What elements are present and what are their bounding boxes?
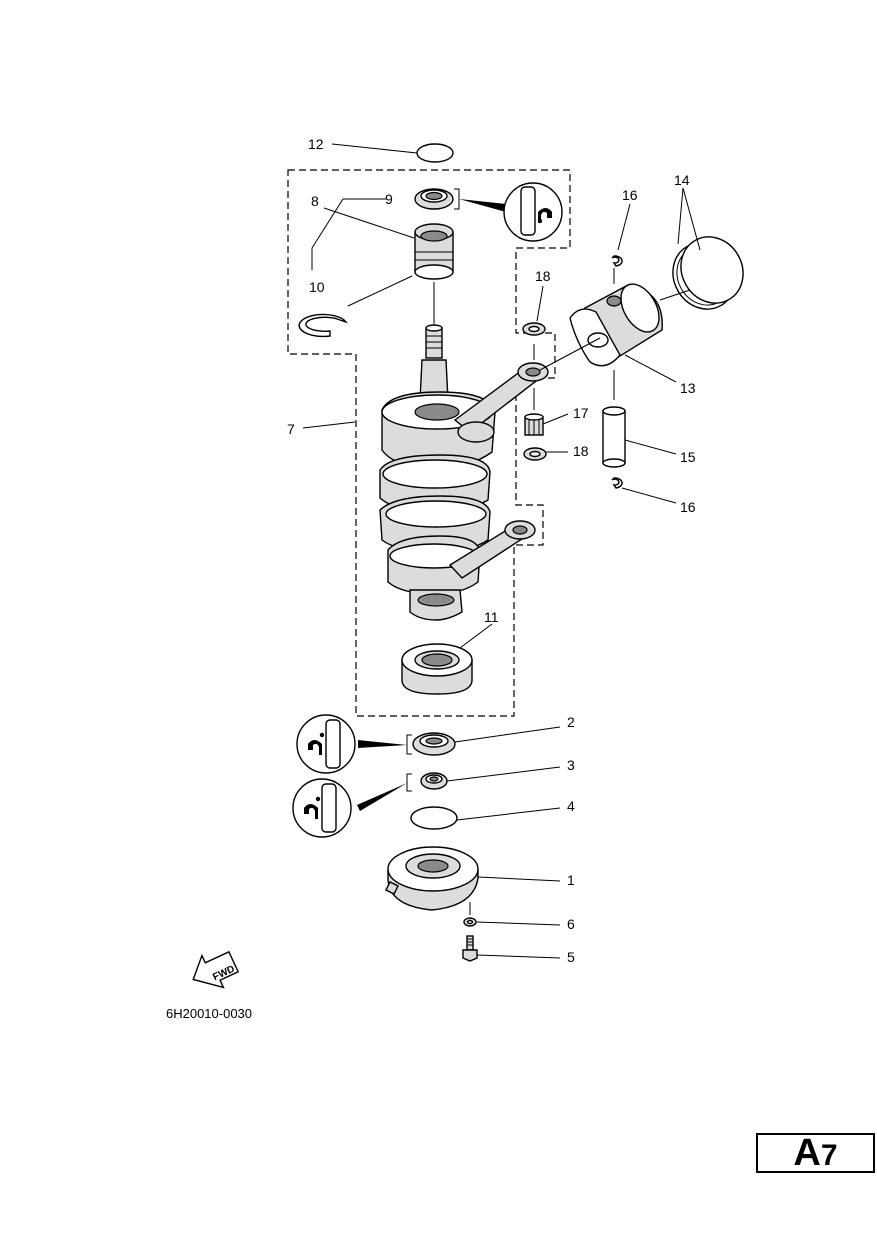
part-7-crankshaft[interactable] xyxy=(379,324,496,621)
callout-12: 12 xyxy=(308,136,324,152)
callout-14: 14 xyxy=(674,172,690,188)
part-10-circlip[interactable] xyxy=(298,313,348,338)
callout-7: 7 xyxy=(287,421,295,437)
callout-6: 6 xyxy=(567,916,575,932)
grease-applicator-icon xyxy=(503,182,563,242)
callout-13: 13 xyxy=(680,380,696,396)
callout-11: 11 xyxy=(484,609,499,625)
callout-1: 1 xyxy=(567,872,575,888)
part-15-piston-pin[interactable] xyxy=(602,406,626,468)
part-13-piston[interactable] xyxy=(569,277,667,367)
callout-3: 3 xyxy=(567,757,575,773)
grease-applicator-icon xyxy=(292,778,352,838)
callout-10: 10 xyxy=(309,279,325,295)
part-4-o-ring[interactable] xyxy=(410,806,458,830)
callout-2: 2 xyxy=(567,714,575,730)
crankshaft-assembly-boundary xyxy=(287,169,571,717)
part-18-washer-top[interactable] xyxy=(522,322,546,336)
callout-18-top: 18 xyxy=(535,268,551,284)
part-1-oil-seal-housing[interactable] xyxy=(385,846,479,911)
fwd-direction-arrow: FWD xyxy=(192,950,240,989)
lower-connecting-rod[interactable] xyxy=(448,520,536,579)
callout-16-top: 16 xyxy=(622,187,638,203)
callout-5: 5 xyxy=(567,949,575,965)
callout-9: 9 xyxy=(385,191,393,207)
part-12-o-ring[interactable] xyxy=(416,143,454,163)
part-16-clip-bottom[interactable] xyxy=(611,477,623,489)
part-18-washer-bottom[interactable] xyxy=(523,447,547,461)
callout-17: 17 xyxy=(573,405,589,421)
page-letter: A xyxy=(793,1132,821,1174)
part-17-needle-bearing[interactable] xyxy=(524,413,544,436)
part-5-bolt[interactable] xyxy=(462,935,478,962)
part-11-ball-bearing[interactable] xyxy=(401,643,473,695)
callout-15: 15 xyxy=(680,449,696,465)
part-2-oil-seal[interactable] xyxy=(412,732,456,756)
callout-4: 4 xyxy=(567,798,575,814)
page-indicator: A 7 xyxy=(756,1133,875,1173)
callout-8: 8 xyxy=(311,193,319,209)
diagram-part-code: 6H20010-0030 xyxy=(166,1006,253,1021)
part-16-clip-top[interactable] xyxy=(611,255,623,267)
part-14-piston-rings[interactable] xyxy=(661,226,755,321)
callout-16-bottom: 16 xyxy=(680,499,696,515)
grease-leader xyxy=(459,199,506,212)
part-6-washer[interactable] xyxy=(463,917,477,927)
part-9-oil-seal[interactable] xyxy=(414,188,454,210)
grease-applicator-icon xyxy=(296,714,356,774)
callout-18-bottom: 18 xyxy=(573,443,589,459)
upper-connecting-rod[interactable] xyxy=(453,362,549,443)
page-number: 7 xyxy=(820,1139,838,1172)
part-8-roller-bearing[interactable] xyxy=(414,223,454,280)
part-3-oil-seal[interactable] xyxy=(420,772,448,790)
